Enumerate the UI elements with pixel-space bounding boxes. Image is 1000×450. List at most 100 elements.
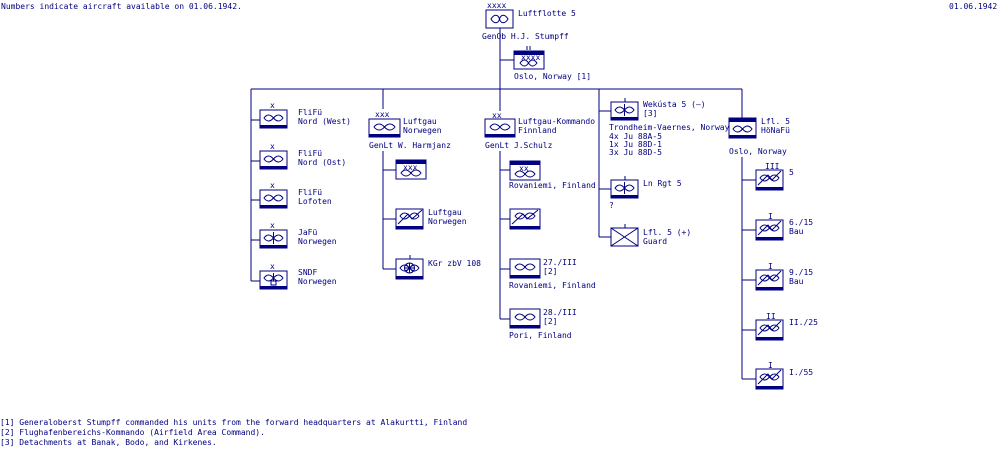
- wings-icon: [489, 123, 511, 131]
- svg-text:I: I: [768, 361, 773, 370]
- svg-text:x: x: [270, 142, 275, 151]
- header-date: 01.06.1942: [949, 2, 997, 11]
- svg-text:Norwegen: Norwegen: [428, 217, 467, 226]
- svg-text:FliFü: FliFü: [298, 149, 322, 158]
- unit-hohenafu: Lfl. 5 HöNaFü Oslo, Norway: [728, 111, 790, 156]
- svg-text:SNDF: SNDF: [298, 268, 317, 277]
- signals-icon: [757, 170, 782, 186]
- footnote-1: [1] Generaloberst Stumpff commanded his …: [0, 418, 468, 427]
- wings-icon: [373, 123, 396, 131]
- unit-kgr-zbv-108: KGr zbV 108: [395, 255, 481, 280]
- svg-text:Norwegen: Norwegen: [298, 237, 337, 246]
- svg-text:GenLt J.Schulz: GenLt J.Schulz: [485, 141, 553, 150]
- wings-icon: [263, 155, 284, 163]
- svg-text:Trondheim-Vaernes, Norway: Trondheim-Vaernes, Norway: [609, 123, 730, 132]
- svg-text:I: I: [768, 212, 773, 221]
- svg-text:Ln Rgt 5: Ln Rgt 5: [643, 179, 682, 188]
- svg-text:27./III: 27./III: [543, 258, 577, 267]
- wings-icon: [519, 59, 538, 67]
- unit-flifu-nord-west: x FliFü Nord (West): [259, 101, 351, 129]
- weather-recon-icon: [614, 106, 635, 114]
- svg-text:Rovaniemi, Finland: Rovaniemi, Finland: [509, 281, 596, 290]
- svg-text:[3]: [3]: [643, 109, 657, 118]
- svg-text:Bau: Bau: [789, 227, 804, 236]
- header-note: Numbers indicate aircraft available on 0…: [1, 2, 242, 11]
- unit-luftgau-norwegen-sub: xxx: [395, 159, 427, 180]
- signals-regiment-icon: [614, 184, 635, 192]
- signals-icon: [757, 270, 782, 286]
- svg-text:GenLt W. Harmjanz: GenLt W. Harmjanz: [369, 141, 451, 150]
- wings-icon: [514, 313, 536, 321]
- svg-text:Lfl. 5 (+): Lfl. 5 (+): [643, 228, 691, 237]
- svg-text:Nord (West): Nord (West): [298, 117, 351, 126]
- wings-icon: [400, 169, 422, 177]
- unit-wekusta-5: Wekústa 5 (–) [3] Trondheim-Vaernes, Nor…: [609, 98, 730, 157]
- svg-text:xxx: xxx: [375, 110, 390, 119]
- unit-flifu-lofoten: x FliFü Lofoten: [259, 181, 332, 209]
- commander: GenOb H.J. Stumpff: [482, 32, 569, 41]
- svg-text:Lfl. 5: Lfl. 5: [761, 117, 790, 126]
- svg-text:xxx: xxx: [403, 163, 418, 172]
- unit-lfl5-hq: xxxx Oslo, Norway [1]: [513, 46, 591, 81]
- signals-icon: [397, 209, 423, 225]
- unit-lfl5-guard: Lfl. 5 (+) Guard: [610, 224, 691, 247]
- svg-text:Luftgau: Luftgau: [403, 117, 437, 126]
- svg-text:x: x: [270, 262, 275, 271]
- unit-luftflotte-5: xxxx Luftflotte 5 GenOb H.J. Stumpff: [482, 1, 576, 41]
- svg-text:Bau: Bau: [789, 277, 804, 286]
- svg-text:x: x: [270, 101, 275, 110]
- svg-text:I: I: [768, 262, 773, 271]
- svg-text:xx: xx: [519, 164, 529, 173]
- svg-text:x: x: [270, 221, 275, 230]
- unit-flifu-nord-ost: x FliFü Nord (Ost): [259, 142, 346, 170]
- signals-icon: [511, 209, 539, 225]
- svg-text:II./25: II./25: [789, 318, 818, 327]
- svg-text:Luftgau-Kommando: Luftgau-Kommando: [518, 117, 595, 126]
- unit-rovaniemi-hq: xx Rovaniemi, Finland: [509, 160, 596, 190]
- unit-luftgau-norwegen: xxx Luftgau Norwegen GenLt W. Harmjanz: [368, 110, 451, 150]
- svg-text:4x Ju 88A-5: 4x Ju 88A-5: [609, 132, 662, 141]
- svg-text:Luftgau: Luftgau: [428, 208, 462, 217]
- unit-ii-25: II II./25: [755, 312, 818, 341]
- svg-text:[2]: [2]: [543, 267, 557, 276]
- svg-text:HöNaFü: HöNaFü: [761, 126, 790, 135]
- svg-text:KGr zbV 108: KGr zbV 108: [428, 259, 481, 268]
- transport-icon: [399, 264, 420, 272]
- svg-text:1x Ju 88D-1: 1x Ju 88D-1: [609, 140, 662, 149]
- footnote-3: [3] Detachments at Banak, Bodo, and Kirk…: [0, 438, 217, 447]
- svg-text:FliFü: FliFü: [298, 108, 322, 117]
- svg-text:Nord (Ost): Nord (Ost): [298, 158, 346, 167]
- hq-location: Oslo, Norway [1]: [514, 72, 591, 81]
- svg-text:Norwegen: Norwegen: [403, 126, 442, 135]
- svg-text:x: x: [270, 181, 275, 190]
- infantry-icon: [610, 227, 639, 247]
- svg-text:Finnland: Finnland: [518, 126, 557, 135]
- echelon-mark: xxxx: [487, 1, 506, 10]
- svg-text:III: III: [765, 162, 780, 171]
- svg-text:I./55: I./55: [789, 368, 813, 377]
- svg-text:6./15: 6./15: [789, 218, 813, 227]
- unit-flubereich-28-iii: 28./III [2] Pori, Finland: [509, 308, 577, 340]
- signals-icon: [757, 220, 782, 236]
- signals-icon: [757, 320, 782, 336]
- svg-text:Rovaniemi, Finland: Rovaniemi, Finland: [509, 181, 596, 190]
- svg-text:Lofoten: Lofoten: [298, 197, 332, 206]
- svg-text:5: 5: [789, 168, 794, 177]
- wings-icon: [263, 194, 284, 202]
- svg-text:?: ?: [609, 201, 614, 210]
- unit-flubereich-27-iii: 27./III [2] Rovaniemi, Finland: [509, 258, 596, 290]
- wings-icon: [514, 263, 536, 271]
- svg-text:3x Ju 88D-5: 3x Ju 88D-5: [609, 148, 662, 157]
- unit-finnland-signals: [509, 208, 541, 230]
- wings-icon: [514, 170, 536, 178]
- unit-i-55: I I./55: [755, 361, 813, 390]
- fighter-icon: [263, 234, 284, 242]
- signals-icon: [757, 369, 782, 385]
- svg-text:Wekústa 5 (–): Wekústa 5 (–): [643, 100, 706, 109]
- svg-text:Oslo, Norway: Oslo, Norway: [729, 147, 787, 156]
- wings-icon: [490, 14, 509, 24]
- svg-text:Guard: Guard: [643, 237, 667, 246]
- unit-9-15-bau: I 9./15 Bau: [755, 262, 813, 291]
- svg-text:[2]: [2]: [543, 317, 557, 326]
